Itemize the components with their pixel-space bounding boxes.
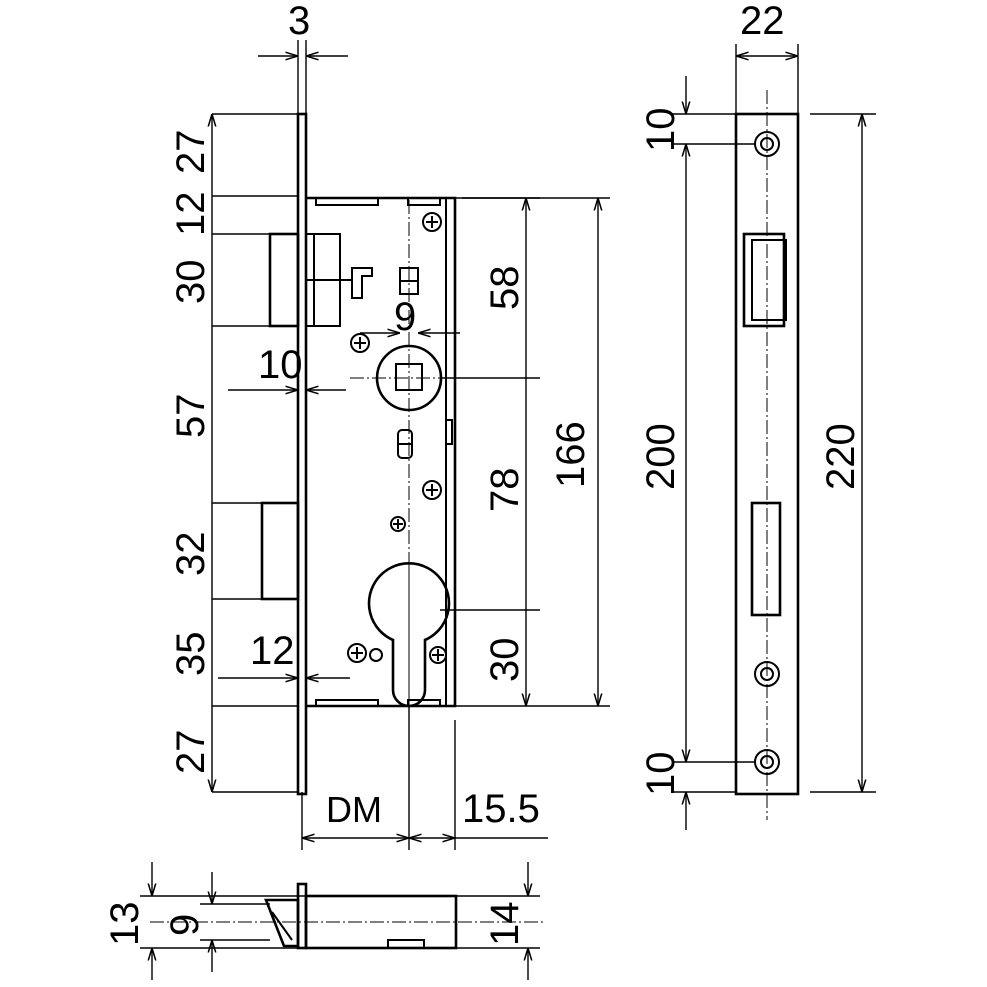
left-dimension-chain bbox=[212, 113, 298, 793]
latch-top-view bbox=[150, 882, 545, 950]
dim-166: 166 bbox=[549, 421, 593, 488]
dim-15-5: 15.5 bbox=[462, 787, 540, 831]
dim-32: 32 bbox=[169, 532, 213, 577]
dim-top-27: 27 bbox=[169, 130, 213, 175]
right-dimension-chain bbox=[440, 197, 610, 707]
dim-58: 58 bbox=[483, 266, 527, 311]
dim-9: 9 bbox=[394, 295, 416, 339]
dim-220: 220 bbox=[819, 423, 863, 490]
plate-left-chain bbox=[672, 76, 755, 830]
plate-width-dim bbox=[735, 44, 799, 114]
latch-dims bbox=[140, 862, 540, 980]
screw-heads bbox=[347, 212, 447, 664]
faceplate bbox=[296, 112, 308, 796]
faceplate-front-view bbox=[734, 90, 800, 820]
dim-12: 12 bbox=[169, 192, 213, 237]
lock-case bbox=[306, 196, 457, 708]
dead-bolt bbox=[260, 501, 300, 601]
dim-78: 78 bbox=[483, 468, 527, 513]
lock-body-view bbox=[260, 112, 470, 796]
dim-57: 57 bbox=[169, 394, 213, 439]
latch-bolt bbox=[268, 232, 300, 328]
dim-dm: DM bbox=[326, 789, 382, 830]
dim-22: 22 bbox=[740, 0, 785, 43]
dim-bottom-27: 27 bbox=[169, 730, 213, 775]
dim-12-cylinder: 12 bbox=[250, 629, 295, 673]
backset-dims bbox=[301, 706, 548, 850]
dim-cyl-30: 30 bbox=[483, 638, 527, 683]
dim-plate-bottom-10: 10 bbox=[639, 752, 683, 797]
faceplate-thickness-dim bbox=[258, 40, 348, 114]
dim-10-handle: 10 bbox=[258, 343, 303, 387]
cylinder-hole bbox=[367, 562, 451, 708]
dim-latch-30: 30 bbox=[169, 260, 213, 305]
dim-latch-14: 14 bbox=[483, 902, 527, 947]
dim-latch-9: 9 bbox=[163, 914, 207, 936]
plate-220-dim bbox=[810, 113, 876, 793]
latch-slot bbox=[742, 232, 786, 328]
dim-35: 35 bbox=[169, 632, 213, 677]
dim-3: 3 bbox=[288, 0, 310, 43]
dim-latch-13: 13 bbox=[103, 902, 147, 947]
dim-200: 200 bbox=[639, 423, 683, 490]
bolt-slot bbox=[750, 501, 782, 617]
dim-plate-top-10: 10 bbox=[639, 108, 683, 153]
